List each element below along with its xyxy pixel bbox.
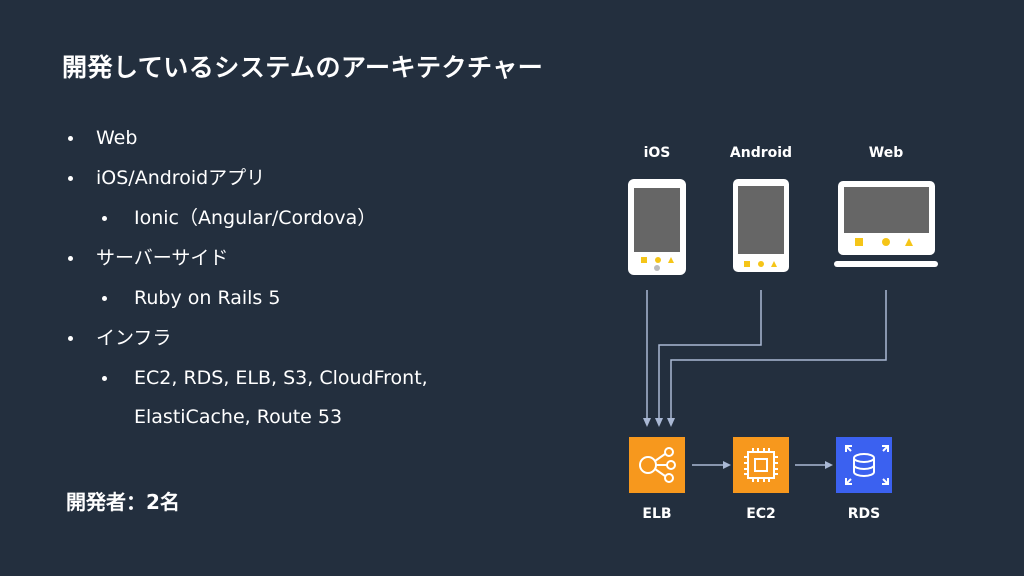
bullet-dot [102,216,107,221]
bullet-list: Web iOS/Androidアプリ Ionic（Angular/Cordova… [66,118,586,436]
ios-label: iOS [643,145,671,161]
android-label: Android [729,145,793,161]
bullet-dot [102,376,107,381]
list-item: サーバーサイド [66,238,586,278]
list-item-label: iOS/Androidアプリ [96,167,266,189]
list-item-label: EC2, RDS, ELB, S3, CloudFront, [134,367,428,389]
android-to-elb-line [658,290,762,420]
list-item: インフラ [66,318,586,358]
list-item: Web [66,118,586,158]
list-item-label: Ruby on Rails 5 [134,287,281,309]
bullet-dot [102,296,107,301]
web-to-elb-line [670,290,887,420]
arrowhead [667,418,675,427]
list-item: Ionic（Angular/Cordova） [66,198,586,238]
connector-arrowheads [643,418,675,427]
developer-count: 開発者：2名 [66,490,180,514]
bullet-dot [68,256,73,261]
service-arrowheads [723,461,833,469]
rds-label: RDS [847,506,881,522]
laptop-icon [834,181,938,267]
list-item-label: Web [96,127,138,149]
connector-lines [646,290,887,420]
bullet-dot [68,336,73,341]
bullet-dot [68,176,73,181]
list-item: Ruby on Rails 5 [66,278,586,318]
rds-service-icon [836,437,892,493]
elb-service-icon [629,437,685,493]
list-item-label: ElastiCache, Route 53 [134,406,343,428]
ec2-label: EC2 [746,506,776,522]
arrowhead [643,418,651,427]
ios-phone-icon [628,179,686,275]
list-item-label: サーバーサイド [96,247,229,269]
arrowhead [723,461,731,469]
web-label: Web [868,145,904,161]
ec2-service-icon [733,437,789,493]
elb-label: ELB [642,506,672,522]
arrowhead [825,461,833,469]
list-item: EC2, RDS, ELB, S3, CloudFront, [66,358,586,398]
arrowhead [655,418,663,427]
list-item-label: Ionic（Angular/Cordova） [134,207,377,229]
page-title: 開発しているシステムのアーキテクチャー [62,53,544,82]
list-item: iOS/Androidアプリ [66,158,586,198]
list-item-continuation: ElastiCache, Route 53 [66,398,586,436]
bullet-dot [68,136,73,141]
list-item-label: インフラ [96,327,172,349]
android-phone-icon [733,179,789,272]
